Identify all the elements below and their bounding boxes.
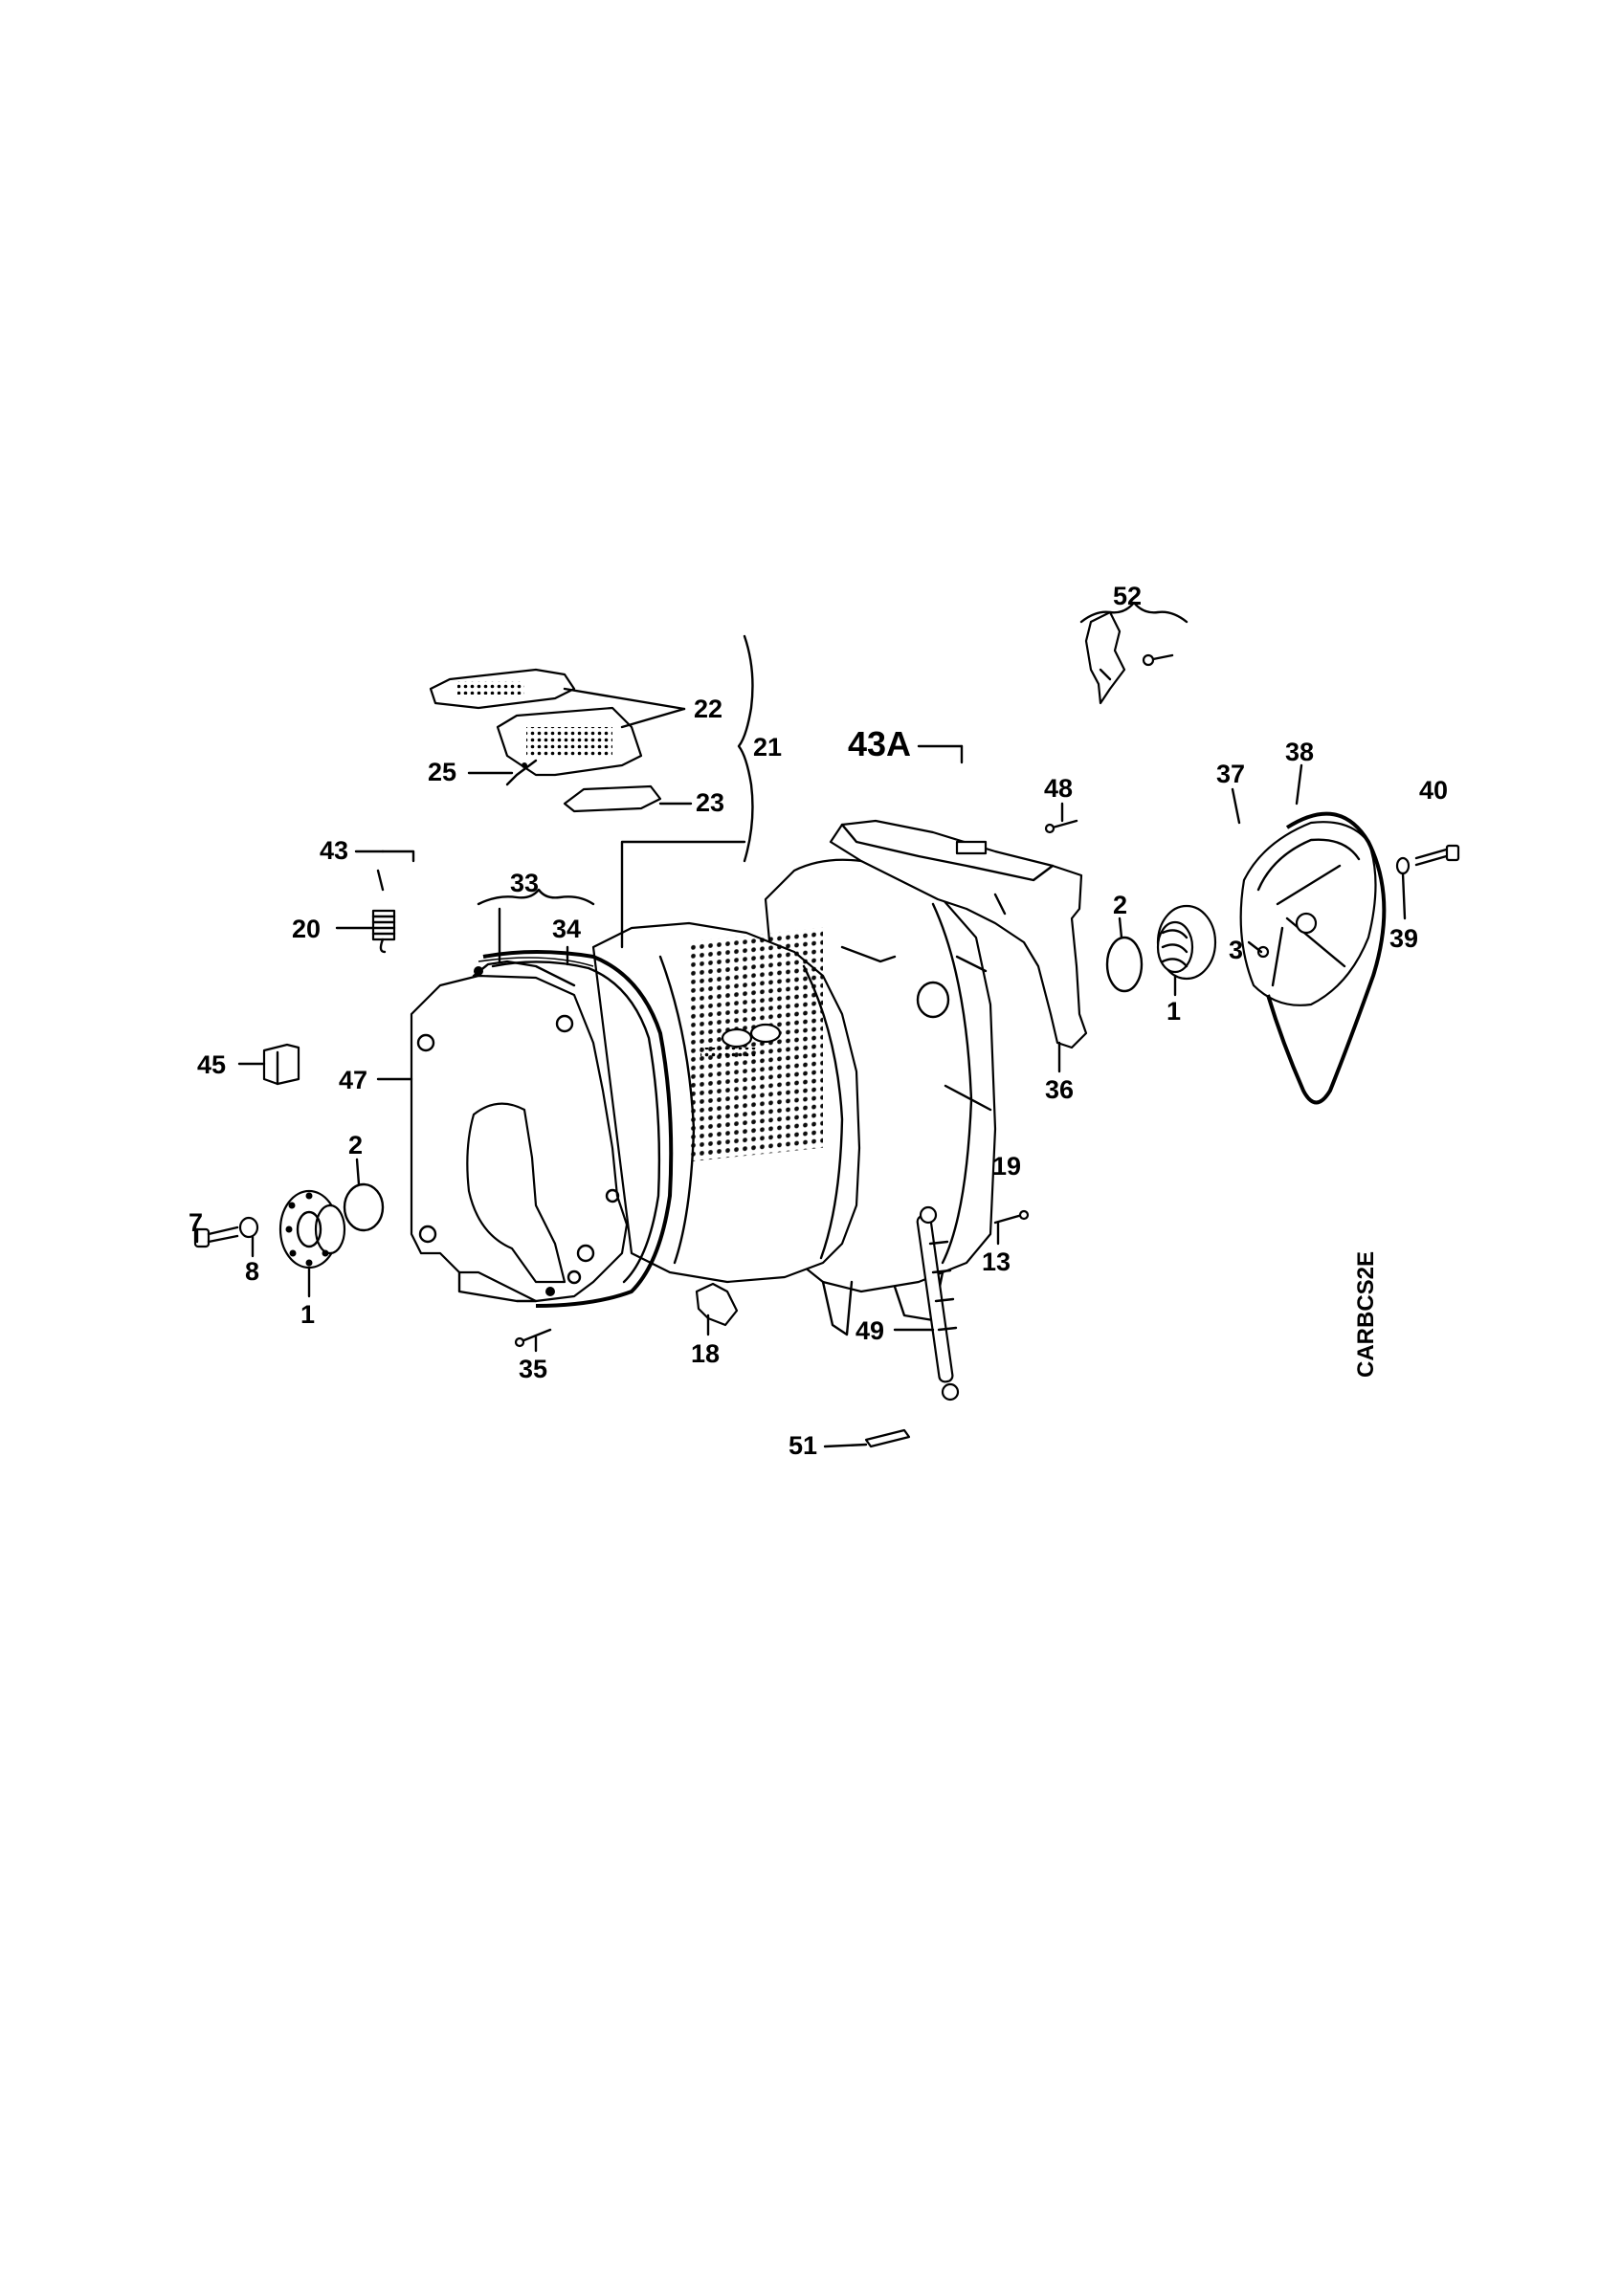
bolt-40: [1414, 844, 1460, 867]
seal-ring: [482, 950, 674, 1308]
callout-23: 23: [696, 788, 724, 817]
callout-33: 33: [510, 869, 539, 897]
callout-25: 25: [428, 758, 456, 786]
callout-8: 8: [245, 1257, 259, 1286]
callout-39: 39: [1389, 924, 1418, 953]
callout-20: 20: [292, 915, 321, 943]
callout-43: 43: [320, 836, 348, 865]
shock-absorber: [916, 1205, 960, 1402]
callout-13: 13: [982, 1247, 1011, 1276]
washer-3: [1256, 945, 1270, 959]
washer-39: [1395, 856, 1411, 875]
callout-37: 37: [1216, 760, 1245, 788]
leader-lines: [195, 601, 1407, 1448]
callout-1-rear: 1: [1167, 997, 1181, 1026]
drive-belt: [1266, 811, 1387, 1105]
pin-51: [864, 1428, 911, 1448]
screw-13: [993, 1209, 1030, 1225]
callout-18: 18: [691, 1339, 720, 1368]
washer-8: [238, 1216, 259, 1239]
hook-43: [381, 850, 415, 863]
screw-35: [514, 1328, 552, 1348]
callout-21: 21: [753, 733, 782, 762]
pulley: [1239, 821, 1377, 1006]
callout-47: 47: [339, 1066, 367, 1094]
bracket-52: [1084, 610, 1174, 705]
callout-19: 19: [992, 1152, 1021, 1181]
rear-bracket: [829, 819, 1088, 1049]
front-ring-edge: [478, 957, 594, 967]
rear-bearing-housing: [1156, 904, 1217, 981]
callout-7: 7: [189, 1208, 203, 1237]
bolt-48: [1044, 819, 1078, 834]
callout-34: 34: [552, 915, 581, 943]
callout-1-front: 1: [300, 1300, 315, 1329]
diagram-code: CARBCS2E: [1353, 1251, 1379, 1378]
front-bearing-housing: [278, 1189, 346, 1269]
o-ring-rear: [1105, 936, 1144, 993]
callout-35: 35: [519, 1355, 547, 1383]
o-ring-front: [343, 1182, 385, 1232]
lifter-parts: [429, 668, 662, 813]
callout-49: 49: [855, 1316, 884, 1345]
spring-20: [371, 869, 396, 954]
callout-36: 36: [1045, 1075, 1074, 1104]
callout-2-front: 2: [348, 1131, 363, 1159]
drum: [591, 921, 861, 1284]
front-tub-shell: [410, 960, 629, 1303]
block-45: [262, 1043, 300, 1086]
callout-51: 51: [789, 1431, 817, 1460]
callout-2-rear: 2: [1113, 891, 1127, 919]
clip-18: [695, 1282, 739, 1327]
bolt-7: [193, 1225, 239, 1248]
callout-38: 38: [1285, 738, 1314, 766]
callout-45: 45: [197, 1050, 226, 1079]
callout-48: 48: [1044, 774, 1073, 803]
callout-52: 52: [1113, 582, 1142, 610]
callout-3: 3: [1229, 936, 1243, 964]
callout-40: 40: [1419, 776, 1448, 805]
callout-43a: 43A: [848, 724, 911, 763]
callout-22: 22: [694, 695, 722, 723]
